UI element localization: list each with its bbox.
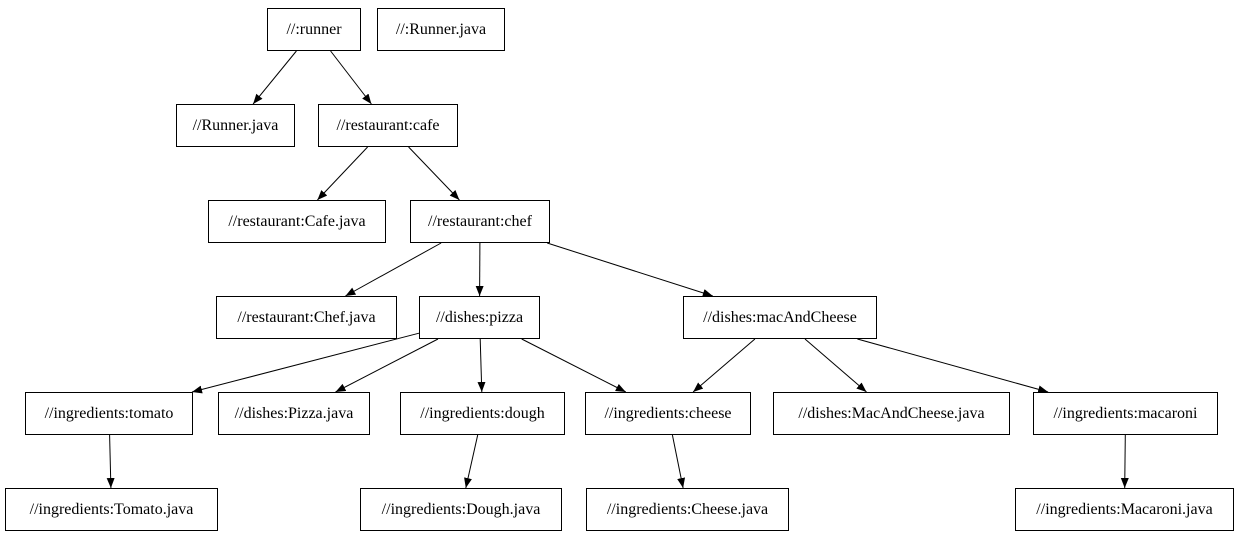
- node-label: //ingredients:tomato: [44, 404, 174, 422]
- graph-node-macaroni: //ingredients:macaroni: [1033, 392, 1218, 435]
- node-label: //ingredients:macaroni: [1053, 404, 1198, 422]
- graph-node-cafe_java: //restaurant:Cafe.java: [208, 200, 386, 243]
- graph-node-cafe: //restaurant:cafe: [318, 104, 458, 147]
- node-label: //dishes:macAndCheese: [703, 308, 857, 326]
- node-label: //dishes:Pizza.java: [234, 404, 354, 422]
- graph-node-mac_and_cheese: //dishes:macAndCheese: [683, 296, 877, 339]
- node-label: //ingredients:Dough.java: [381, 500, 541, 518]
- node-label: //Runner.java: [192, 116, 279, 134]
- node-label: //restaurant:chef: [428, 212, 532, 230]
- graph-edge-cafe-to-cafe_java: [317, 146, 368, 201]
- graph-edge-pizza-to-pizza_java: [335, 338, 439, 393]
- graph-node-pizza: //dishes:pizza: [419, 296, 540, 339]
- graph-edge-macaroni-to-macaroni_java: [1120, 434, 1129, 489]
- graph-edge-mac_and_cheese-to-mac_java: [804, 338, 867, 393]
- graph-node-chef_java: //restaurant:Chef.java: [216, 296, 397, 339]
- graph-edge-pizza-to-cheese: [521, 338, 627, 393]
- graph-edge-cafe-to-chef: [408, 146, 460, 201]
- graph-edge-runner-to-runner_java: [252, 50, 297, 105]
- node-label: //dishes:pizza: [435, 308, 524, 326]
- graph-node-cheese_java: //ingredients:Cheese.java: [586, 488, 789, 531]
- graph-node-macaroni_java: //ingredients:Macaroni.java: [1015, 488, 1234, 531]
- graph-edge-mac_and_cheese-to-macaroni: [857, 338, 1049, 394]
- node-label: //:Runner.java: [395, 20, 487, 38]
- node-label: //ingredients:Cheese.java: [606, 500, 769, 518]
- graph-edge-chef-to-mac_and_cheese: [547, 242, 713, 297]
- graph-node-dough_java: //ingredients:Dough.java: [360, 488, 562, 531]
- graph-node-root_runner_java: //:Runner.java: [377, 8, 505, 51]
- graph-edge-chef-to-chef_java: [345, 242, 442, 297]
- graph-edge-runner-to-cafe: [330, 50, 372, 105]
- node-label: //dishes:MacAndCheese.java: [798, 404, 985, 422]
- node-label: //restaurant:Chef.java: [237, 308, 376, 326]
- graph-edge-tomato-to-tomato_java: [106, 434, 115, 489]
- graph-node-mac_java: //dishes:MacAndCheese.java: [773, 392, 1010, 435]
- graph-node-runner_java: //Runner.java: [176, 104, 295, 147]
- graph-edge-mac_and_cheese-to-cheese: [692, 338, 756, 393]
- node-label: //restaurant:cafe: [336, 116, 440, 134]
- graph-node-tomato: //ingredients:tomato: [25, 392, 193, 435]
- node-label: //ingredients:cheese: [604, 404, 732, 422]
- graph-node-runner: //:runner: [267, 8, 361, 51]
- graph-node-tomato_java: //ingredients:Tomato.java: [5, 488, 218, 531]
- node-label: //ingredients:Tomato.java: [29, 500, 194, 518]
- graph-node-cheese: //ingredients:cheese: [585, 392, 751, 435]
- graph-node-pizza_java: //dishes:Pizza.java: [218, 392, 370, 435]
- graph-edge-pizza-to-tomato: [191, 332, 420, 394]
- graph-node-dough: //ingredients:dough: [400, 392, 565, 435]
- node-label: //:runner: [286, 20, 342, 38]
- node-label: //restaurant:Cafe.java: [228, 212, 366, 230]
- graph-edge-pizza-to-dough: [477, 338, 486, 393]
- graph-edge-cheese-to-cheese_java: [671, 434, 686, 489]
- graph-node-chef: //restaurant:chef: [410, 200, 550, 243]
- graph-edge-dough-to-dough_java: [464, 434, 479, 489]
- node-label: //ingredients:Macaroni.java: [1036, 500, 1213, 518]
- node-label: //ingredients:dough: [420, 404, 545, 422]
